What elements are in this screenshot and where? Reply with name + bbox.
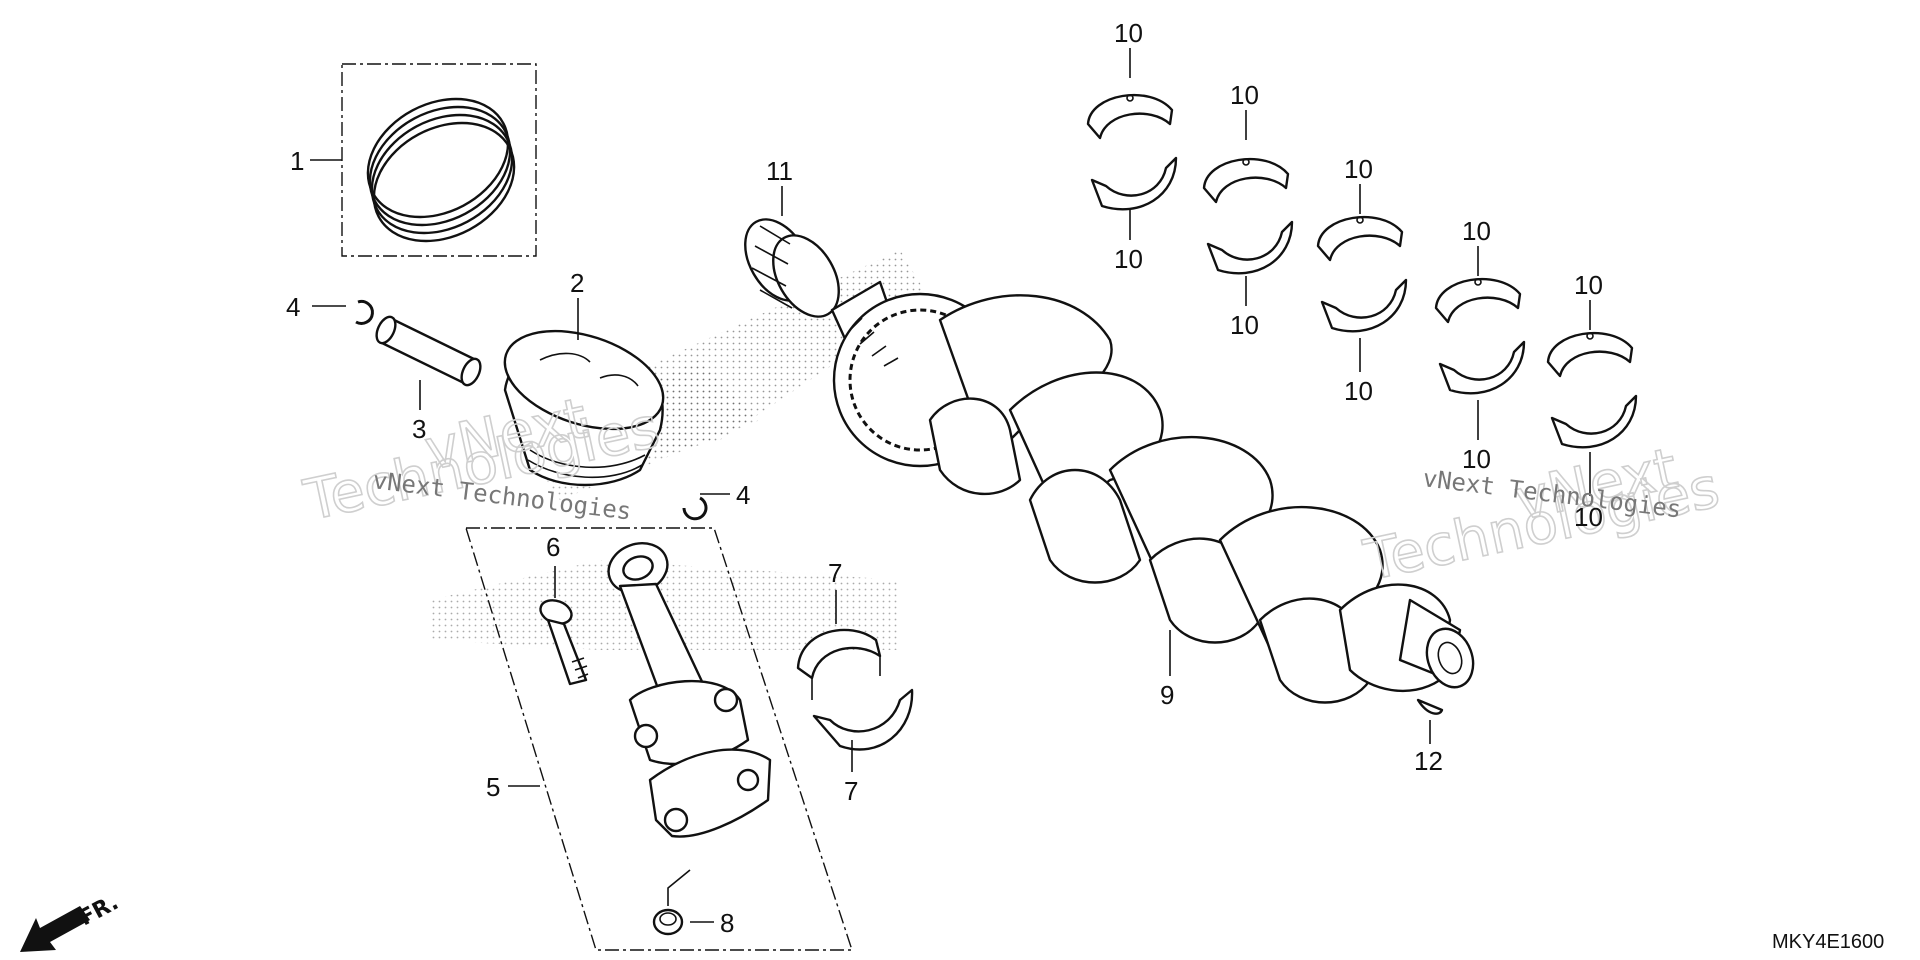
main-bearing-pair-3[interactable] bbox=[1316, 215, 1408, 333]
callout-10-j[interactable]: 10 bbox=[1574, 502, 1603, 532]
woodruff-key[interactable] bbox=[1416, 698, 1444, 715]
needle-bearing[interactable] bbox=[732, 208, 852, 328]
crankshaft[interactable] bbox=[830, 280, 1481, 704]
callout-3[interactable]: 3 bbox=[412, 414, 426, 444]
callout-10-e[interactable]: 10 bbox=[1344, 154, 1373, 184]
piston-pin-clip-left[interactable] bbox=[355, 299, 374, 325]
piston-pin-clip-right[interactable] bbox=[682, 496, 708, 521]
callout-12[interactable]: 12 bbox=[1414, 746, 1443, 776]
piston-ring-set[interactable] bbox=[341, 63, 537, 264]
main-bearing-pair-4[interactable] bbox=[1434, 277, 1526, 395]
ring-set-group-box bbox=[341, 63, 537, 257]
callout-10-i[interactable]: 10 bbox=[1574, 270, 1603, 300]
piston[interactable] bbox=[492, 313, 675, 487]
watermark-right: Technologies vNext vNext Technologies bbox=[1358, 435, 1726, 594]
piston-pin[interactable] bbox=[373, 314, 484, 388]
callout-1[interactable]: 1 bbox=[290, 146, 304, 176]
callout-7-lower[interactable]: 7 bbox=[844, 776, 858, 806]
callout-10-c[interactable]: 10 bbox=[1230, 80, 1259, 110]
leader-lines bbox=[310, 48, 1591, 923]
main-bearing-pair-5[interactable] bbox=[1546, 331, 1638, 449]
watermark-left: Technologies vNext vNext Technologies bbox=[298, 385, 666, 534]
con-rod-group-box bbox=[465, 527, 853, 951]
front-label: FR. bbox=[75, 890, 123, 931]
callout-4-left[interactable]: 4 bbox=[286, 292, 300, 322]
callout-8[interactable]: 8 bbox=[720, 908, 734, 938]
callout-10-d[interactable]: 10 bbox=[1230, 310, 1259, 340]
callout-9[interactable]: 9 bbox=[1160, 680, 1174, 710]
callout-10-f[interactable]: 10 bbox=[1344, 376, 1373, 406]
callout-10-a[interactable]: 10 bbox=[1114, 18, 1143, 48]
callout-11[interactable]: 11 bbox=[766, 156, 793, 186]
diagram-code: MKY4E1600 bbox=[1772, 931, 1884, 953]
connecting-rod-nut[interactable] bbox=[652, 908, 684, 936]
callout-10-b[interactable]: 10 bbox=[1114, 244, 1143, 274]
callout-4-right[interactable]: 4 bbox=[736, 480, 750, 510]
callout-6[interactable]: 6 bbox=[546, 532, 560, 562]
front-arrow-icon bbox=[20, 906, 90, 952]
main-bearing-pair-1[interactable] bbox=[1086, 93, 1178, 211]
callout-10-h[interactable]: 10 bbox=[1462, 444, 1491, 474]
callout-2[interactable]: 2 bbox=[570, 268, 584, 298]
callout-labels: 1 2 3 4 4 5 6 7 7 8 9 10 10 10 10 10 10 … bbox=[286, 18, 1603, 938]
callout-7-upper[interactable]: 7 bbox=[828, 558, 842, 588]
connecting-rod-assembly[interactable] bbox=[465, 527, 853, 951]
callout-5[interactable]: 5 bbox=[486, 772, 500, 802]
main-bearing-pair-2[interactable] bbox=[1202, 157, 1294, 275]
front-direction-indicator: FR. bbox=[20, 890, 123, 952]
callout-10-g[interactable]: 10 bbox=[1462, 216, 1491, 246]
connecting-rod-bearing-upper[interactable] bbox=[796, 628, 882, 700]
connecting-rod-bolt[interactable] bbox=[537, 596, 589, 686]
connecting-rod-bearing-lower[interactable] bbox=[812, 688, 914, 751]
